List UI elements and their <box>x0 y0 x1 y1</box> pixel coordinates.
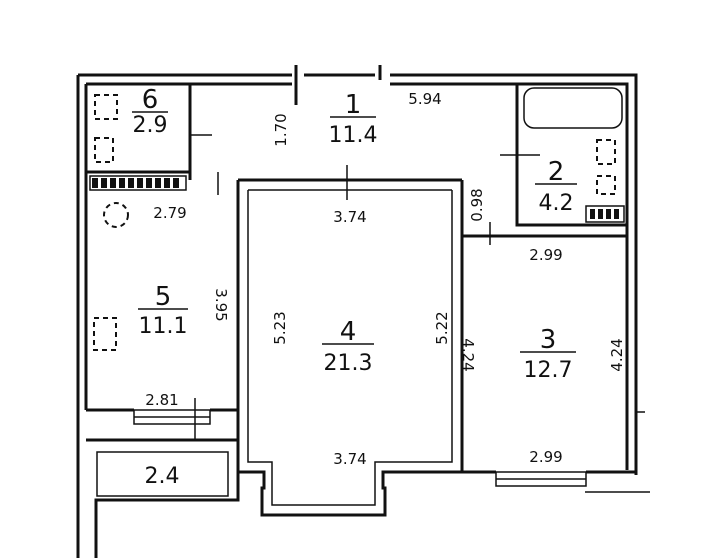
room-2-area: 4.2 <box>539 191 574 216</box>
dim-3-95: 3.95 <box>212 288 230 321</box>
room-6-number: 6 <box>142 85 159 115</box>
balcony-walls <box>86 438 240 558</box>
room-3-number: 3 <box>540 325 557 355</box>
room-6-walls <box>86 84 219 195</box>
dim-3-74-top: 3.74 <box>333 208 366 226</box>
room-5-walls <box>86 202 238 440</box>
dim-3-74-bottom: 3.74 <box>333 450 366 468</box>
dim-2-99-top: 2.99 <box>529 246 562 264</box>
dim-2-99-bottom: 2.99 <box>529 448 562 466</box>
room-1-number: 1 <box>345 90 362 120</box>
room-6-area: 2.9 <box>133 113 168 138</box>
room-5-number: 5 <box>155 282 172 312</box>
room-4-walls <box>236 165 464 517</box>
room-labels: 6 2.9 1 11.4 2 4.2 3 12.7 4 21.3 5 11.1 … <box>132 85 577 489</box>
room-3-walls <box>462 222 650 493</box>
room-3-area: 12.7 <box>524 358 573 383</box>
dim-5-23: 5.23 <box>271 311 289 344</box>
room-4-number: 4 <box>340 317 357 347</box>
dim-4-24-right: 4.24 <box>608 338 626 371</box>
room-2-number: 2 <box>548 157 565 187</box>
room-4-area: 21.3 <box>324 351 373 376</box>
dim-1-70: 1.70 <box>272 113 290 146</box>
dim-2-79: 2.79 <box>153 204 186 222</box>
dim-0-98: 0.98 <box>468 188 486 221</box>
room-2-walls <box>500 84 627 227</box>
dim-5-94: 5.94 <box>408 90 441 108</box>
balcony-area: 2.4 <box>145 464 180 489</box>
dimension-labels: 5.94 1.70 3.74 3.74 2.79 0.98 2.99 2.99 … <box>145 90 626 468</box>
dim-4-24-left: 4.24 <box>459 338 477 371</box>
room-1-area: 11.4 <box>329 123 378 148</box>
dim-5-22: 5.22 <box>433 311 451 344</box>
room-5-area: 11.1 <box>139 314 188 339</box>
dim-2-81: 2.81 <box>145 391 178 409</box>
